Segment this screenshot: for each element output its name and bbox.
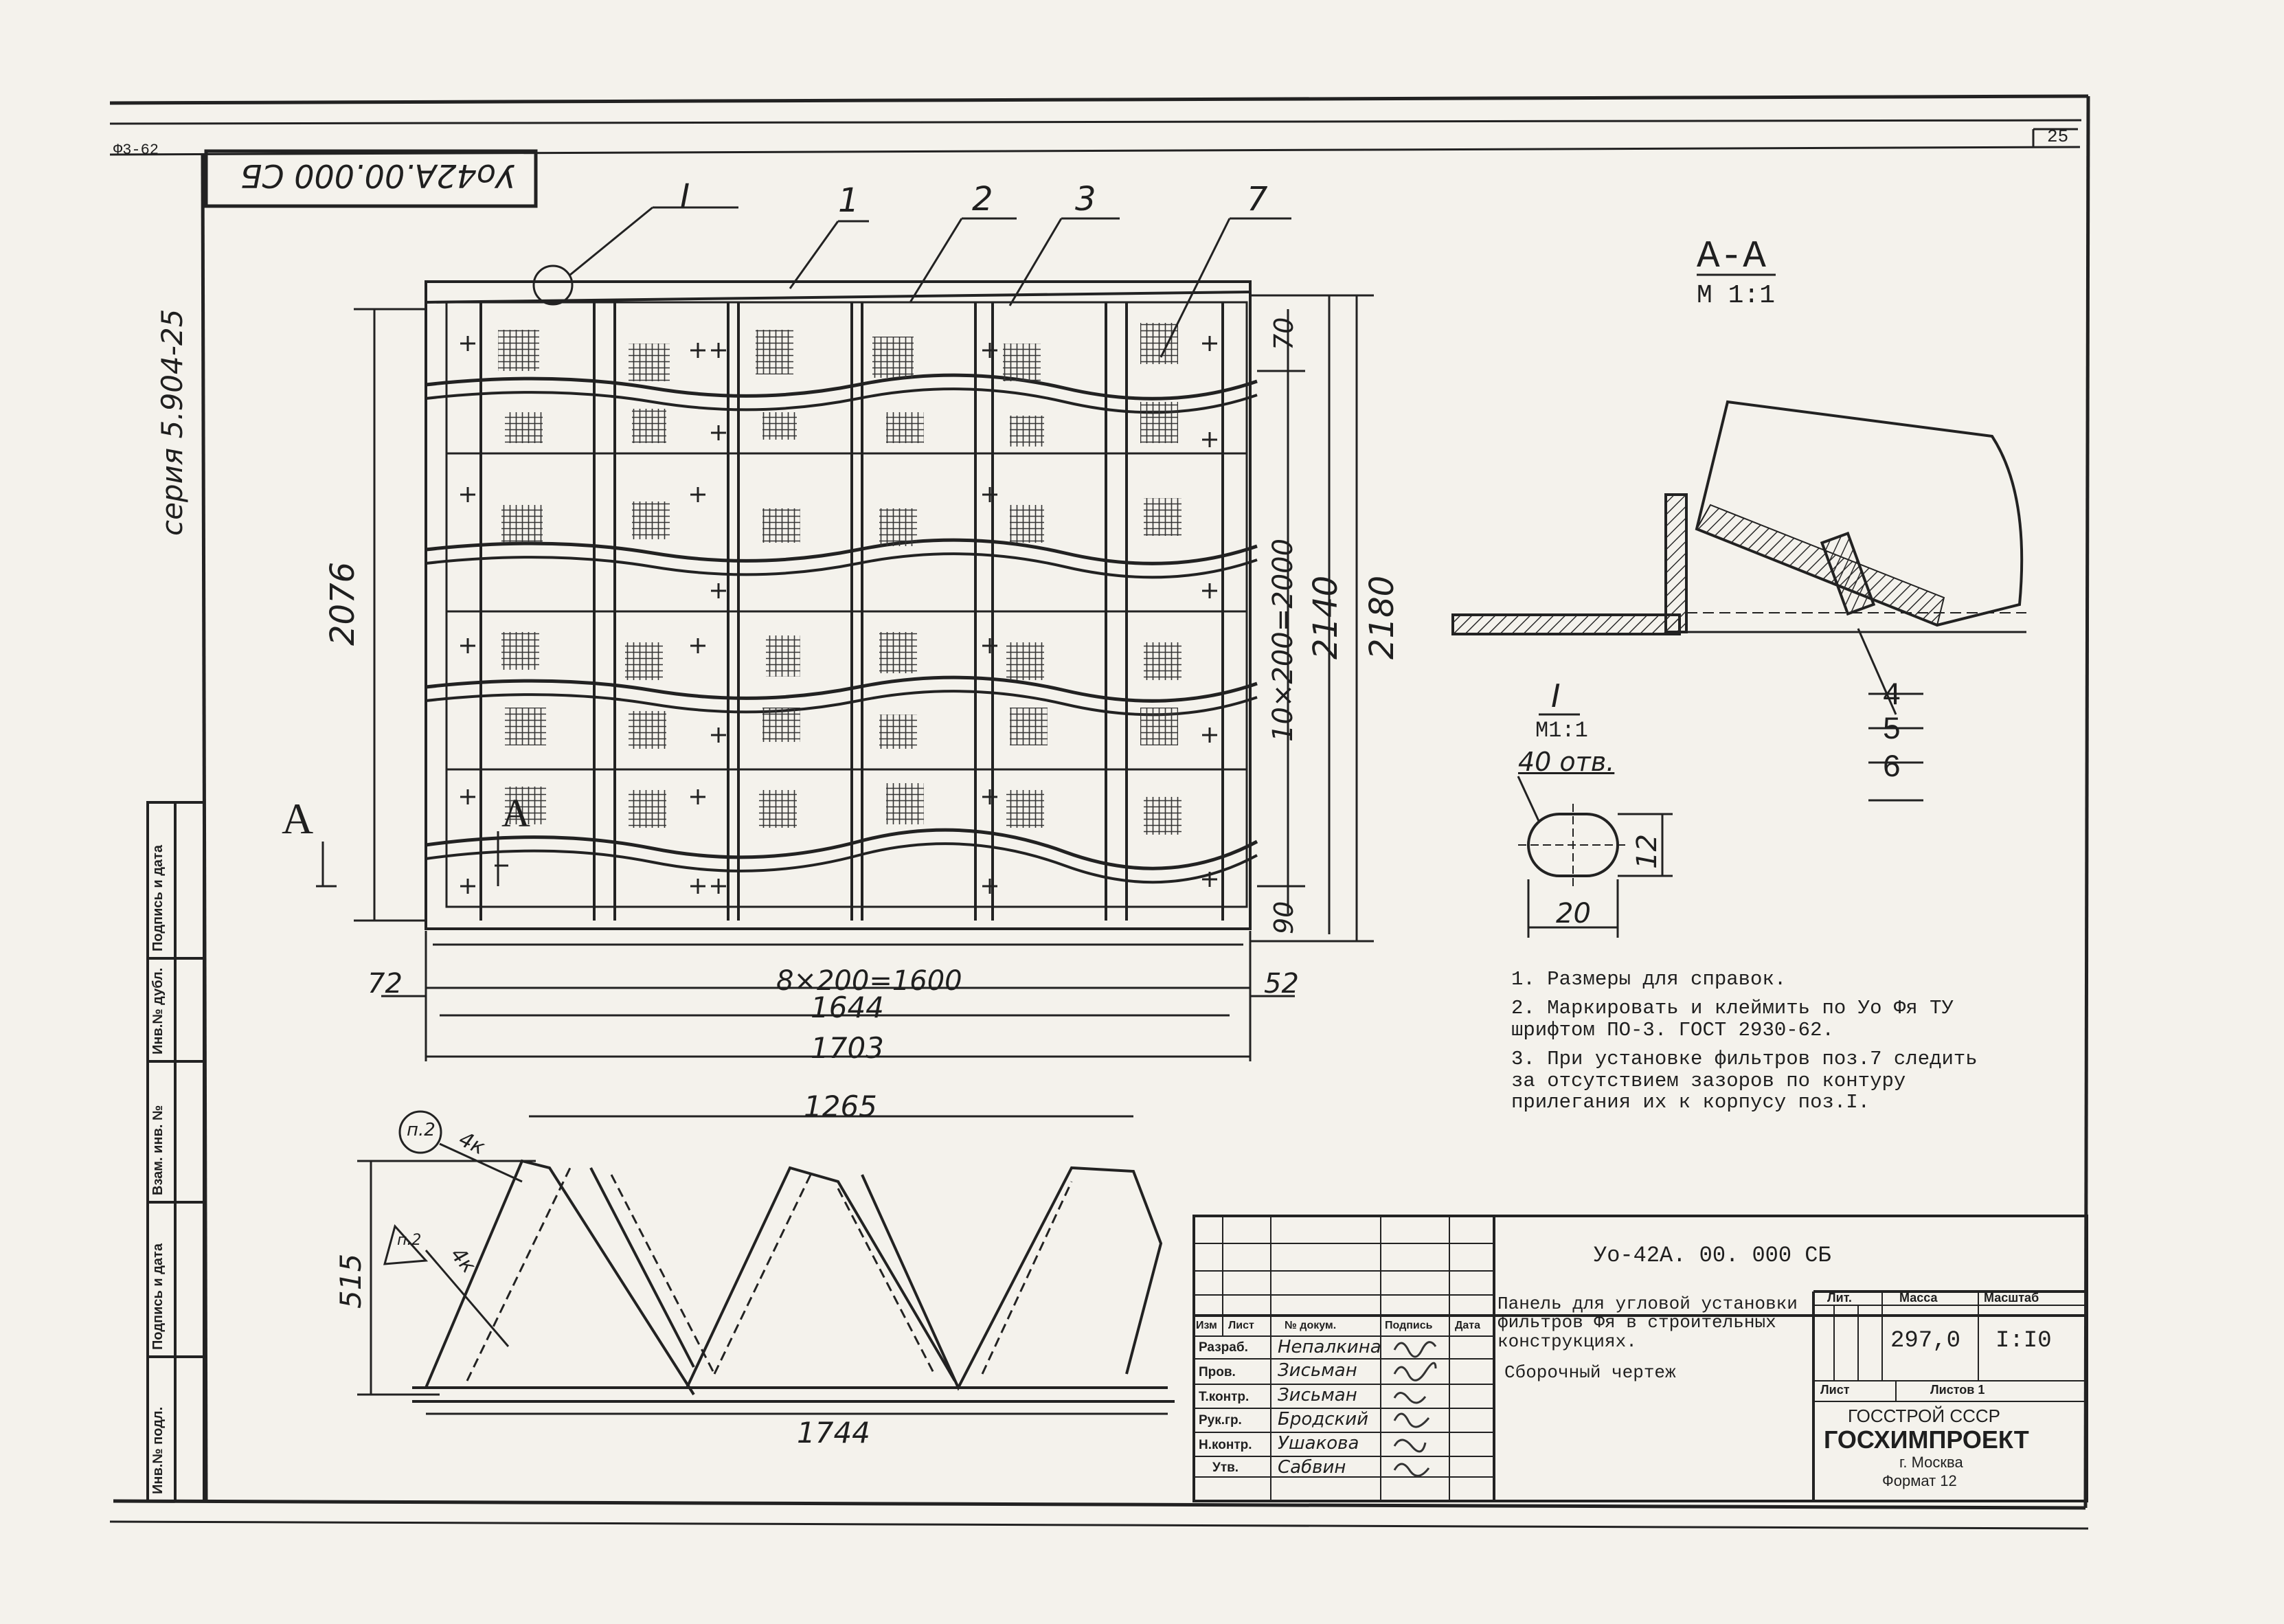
- org-goskhimproekt: ГОСХИМПРОЕКТ: [1824, 1425, 2029, 1454]
- note-2: 2. Маркировать и клеймить по Уо Фя ТУ шр…: [1511, 996, 1954, 1041]
- name-1: Зисьман: [1278, 1360, 1357, 1381]
- dim-pitch-2000: 10×200=2000: [1267, 538, 1299, 742]
- scale-value: I:I0: [1995, 1328, 2052, 1354]
- name-5: Сабвин: [1278, 1457, 1346, 1478]
- top-left-code: Ф3-62: [113, 142, 159, 159]
- note-3: 3. При установке фильтров поз.7 следить …: [1511, 1047, 1978, 1114]
- section-aa-scale: М 1:1: [1697, 281, 1776, 311]
- section-aa-title: А-А: [1697, 234, 1766, 278]
- dim-1265: 1265: [804, 1090, 877, 1123]
- role-0: Разраб.: [1199, 1340, 1248, 1355]
- name-3: Бродский: [1278, 1409, 1369, 1430]
- strip-original-inv: Инв.№ подл.: [150, 1406, 166, 1494]
- panel-front-view: [425, 280, 1258, 946]
- dim-1644: 1644: [811, 991, 884, 1024]
- name-0: Непалкина: [1278, 1337, 1381, 1357]
- hdr-list: Лист: [1228, 1320, 1254, 1331]
- note-1: 1. Размеры для справок.: [1511, 968, 1787, 991]
- section-mark-right: А: [501, 791, 530, 835]
- hdr-date: Дата: [1455, 1320, 1481, 1331]
- dim-72: 72: [368, 968, 403, 1000]
- position-4: 4: [1882, 678, 1901, 714]
- weld-note-circle: п.2: [407, 1120, 436, 1140]
- title-block-grid: [1192, 1215, 2088, 1502]
- general-notes: 1. Размеры для справок. 2. Маркировать и…: [1511, 969, 1992, 1120]
- sheet-label: Лист: [1820, 1383, 1850, 1397]
- role-2: Т.контр.: [1199, 1390, 1250, 1404]
- sheets-label: Листов 1: [1930, 1383, 1985, 1397]
- org-city: г. Москва: [1899, 1454, 1963, 1471]
- callout-3: 3: [1075, 180, 1096, 218]
- org-gosstroy: ГОССТРОЙ СССР: [1848, 1406, 2000, 1426]
- title-doc-number: Уо-42А. 00. 000 СБ: [1594, 1243, 1831, 1268]
- strip-sign-date-1: Подпись и дата: [150, 845, 166, 951]
- dim-2076: 2076: [324, 561, 362, 646]
- detail-i-holes: 40 отв.: [1518, 747, 1615, 777]
- dim-1744: 1744: [797, 1416, 870, 1450]
- role-5: Утв.: [1212, 1461, 1239, 1475]
- strip-sign-date-2: Подпись и дата: [150, 1243, 166, 1350]
- front-dimension-lines: [316, 294, 1374, 1061]
- dim-2180: 2180: [1363, 575, 1401, 659]
- section-mark-left: А: [282, 794, 314, 843]
- position-6: 6: [1882, 750, 1901, 786]
- dim-2140: 2140: [1307, 575, 1345, 659]
- mass-label: Масса: [1899, 1291, 1938, 1305]
- title-description: Панель для угловой установки фильтров Фя…: [1497, 1294, 1798, 1352]
- callout-1: 1: [838, 181, 859, 220]
- dim-52: 52: [1264, 968, 1299, 1000]
- callout-leaders: [532, 206, 1291, 358]
- bolt-plus-markers: [460, 336, 1217, 894]
- side-elevation: [357, 1110, 1175, 1415]
- callout-i: I: [680, 177, 690, 216]
- detail-i-view: [1517, 713, 1673, 938]
- code-box: [204, 149, 538, 208]
- strip-dup-inv: Инв.№ дубл.: [150, 967, 166, 1055]
- title-doc-type: Сборочный чертеж: [1504, 1362, 1676, 1383]
- lit-label: Лит.: [1827, 1291, 1852, 1305]
- name-4: Ушакова: [1278, 1433, 1359, 1454]
- dim-70: 70: [1269, 317, 1299, 350]
- detail-i-dim-20: 20: [1556, 898, 1591, 929]
- dim-90: 90: [1269, 901, 1299, 934]
- hdr-docnum: № докум.: [1285, 1320, 1337, 1331]
- role-3: Рук.гр.: [1199, 1413, 1242, 1428]
- callout-2: 2: [972, 180, 993, 218]
- scale-label: Масштаб: [1984, 1291, 2039, 1305]
- dim-pitch-1600: 8×200=1600: [776, 965, 962, 997]
- name-2: Зисьман: [1278, 1385, 1357, 1406]
- position-5: 5: [1882, 712, 1901, 748]
- signature-scribbles: [1393, 1341, 1437, 1477]
- section-aa-view: [1451, 273, 2026, 802]
- detail-i-title: I: [1551, 677, 1561, 714]
- sheet-number: 25: [2047, 126, 2069, 147]
- detail-i-dim-12: 12: [1631, 834, 1663, 869]
- callout-7: 7: [1247, 180, 1268, 218]
- weld-note-triangle: п.2: [397, 1232, 422, 1249]
- hdr-sign: Подпись: [1385, 1320, 1433, 1331]
- format-label: Формат 12: [1882, 1472, 1957, 1489]
- strip-replace-inv: Взам. инв. №: [150, 1105, 166, 1195]
- detail-i-scale: М1:1: [1535, 718, 1588, 743]
- dim-515: 515: [334, 1253, 368, 1309]
- document-code-rotated: Уо42А.00.000 СБ: [240, 157, 515, 194]
- hdr-izm: Изм: [1196, 1320, 1217, 1331]
- series-label: серия 5.904-25: [155, 308, 189, 536]
- left-strip: [146, 801, 205, 1502]
- filter-mesh-patches: [498, 323, 1181, 835]
- role-4: Н.контр.: [1199, 1438, 1252, 1452]
- role-1: Пров.: [1199, 1365, 1236, 1379]
- mass-value: 297,0: [1890, 1328, 1961, 1354]
- dim-1703: 1703: [811, 1031, 884, 1065]
